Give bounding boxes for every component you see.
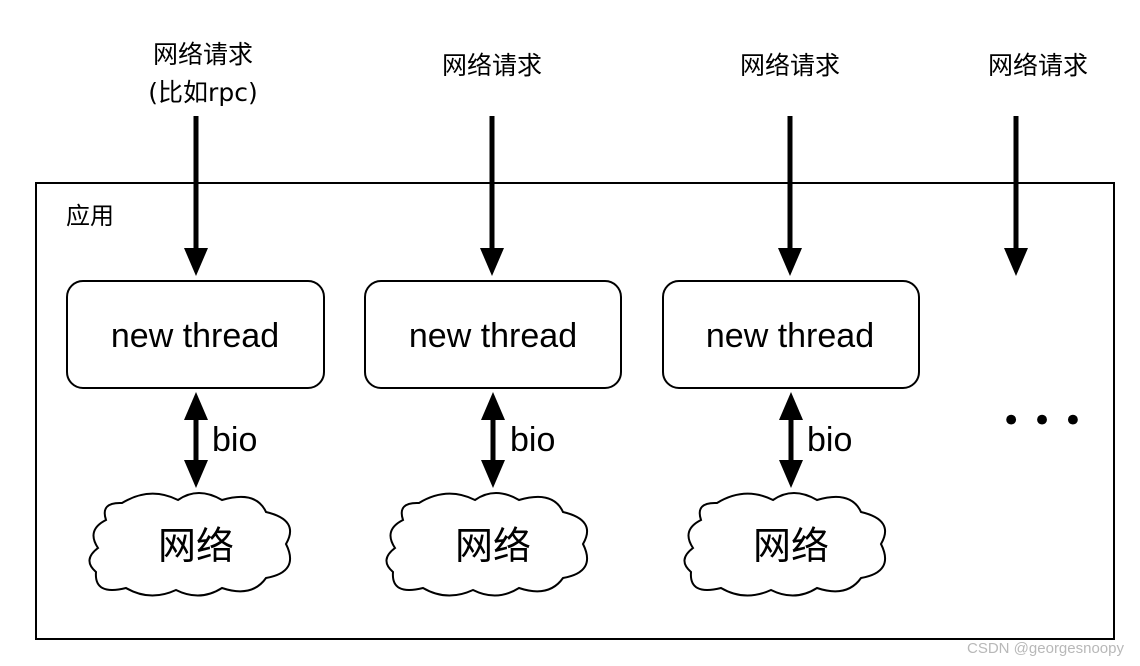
application-label: 应用 — [66, 202, 114, 230]
network-label-1: 网络 — [158, 524, 234, 568]
request-label-1-line2: (比如rpc) — [148, 78, 257, 107]
bio-label-1: bio — [212, 421, 257, 459]
request-label-2: 网络请求 — [442, 51, 542, 80]
request-label-4: 网络请求 — [988, 51, 1088, 80]
network-cloud-3: 网络 — [683, 492, 886, 597]
thread-label-2: new thread — [409, 317, 577, 355]
thread-label-1: new thread — [111, 317, 279, 355]
request-arrow-3 — [778, 116, 802, 276]
request-arrow-4 — [1004, 116, 1028, 276]
thread-box-1: new thread — [66, 280, 325, 389]
bio-arrow-1 — [184, 392, 208, 488]
request-arrow-1 — [184, 116, 208, 276]
request-label-1-line1: 网络请求 — [153, 40, 253, 69]
bio-arrow-3 — [779, 392, 803, 488]
cloud-shape-3 — [683, 492, 886, 597]
network-label-2: 网络 — [455, 524, 531, 568]
network-cloud-1: 网络 — [88, 492, 291, 597]
request-label-3: 网络请求 — [740, 51, 840, 80]
bio-arrow-2 — [481, 392, 505, 488]
thread-box-3: new thread — [662, 280, 920, 389]
thread-box-2: new thread — [364, 280, 622, 389]
network-label-3: 网络 — [753, 524, 829, 568]
watermark: CSDN @georgesnoopy — [967, 640, 1124, 657]
cloud-shape-2 — [385, 492, 588, 597]
application-container — [35, 182, 1115, 640]
bio-label-2: bio — [510, 421, 555, 459]
thread-label-3: new thread — [706, 317, 874, 355]
ellipsis: • • • — [1001, 401, 1083, 441]
network-cloud-2: 网络 — [385, 492, 588, 597]
request-arrow-2 — [480, 116, 504, 276]
cloud-shape-1 — [88, 492, 291, 597]
bio-label-3: bio — [807, 421, 852, 459]
